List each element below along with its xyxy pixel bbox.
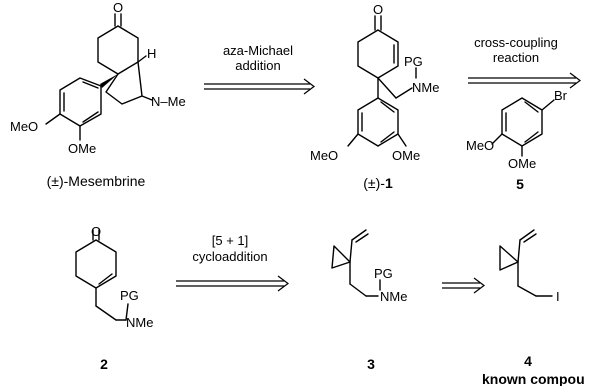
compound-1-ome-1: MeO: [310, 148, 338, 163]
compound-3-structure: [331, 229, 381, 297]
mesembrine-h: H: [147, 46, 156, 61]
compound-5-structure: [491, 97, 555, 157]
compound-1-ketone-o: O: [373, 2, 383, 17]
compound-2-ketone-o: O: [91, 224, 101, 239]
retro-arrow-3: [176, 275, 289, 292]
compound-1-nme: NMe: [412, 80, 439, 95]
compound-4-sublabel: known compou: [482, 371, 585, 386]
compound-4-iodo: I: [556, 289, 560, 304]
mesembrine-structure: [45, 13, 153, 141]
compound-2-structure: [75, 229, 129, 321]
arrow-1-condition-line-2: addition: [235, 58, 281, 73]
arrow-2-condition-line-2: reaction: [493, 50, 539, 65]
compound-5-br: Br: [554, 88, 568, 103]
arrow-3-condition-line-2: cycloaddition: [192, 249, 267, 264]
compound-5-label: 5: [516, 176, 524, 192]
arrow-3-condition-line-1: [5 + 1]: [212, 233, 249, 248]
arrow-1-condition-line-1: aza-Michael: [223, 43, 293, 58]
compound-3-label: 3: [367, 356, 375, 372]
compound-2-pg: PG: [120, 288, 139, 303]
compound-2-label: 2: [100, 356, 108, 372]
mesembrine-ketone-o: O: [113, 0, 123, 15]
compound-1-ome-2: OMe: [392, 148, 420, 163]
compound-1-pg: PG: [404, 54, 423, 69]
arrow-2-condition-line-1: cross-coupling: [474, 35, 558, 50]
mesembrine-ome-1: MeO: [10, 119, 38, 134]
retro-arrow-1: [204, 78, 315, 95]
compound-3-nme: NMe: [380, 289, 407, 304]
mesembrine-label: (±)-Mesembrine: [47, 173, 146, 189]
compound-2-nme: NMe: [126, 315, 153, 330]
compound-5-ome-2: OMe: [508, 156, 536, 171]
compound-4-label: 4: [524, 353, 532, 369]
retro-arrow-2: [468, 72, 581, 89]
compound-5-ome-1: MeO: [466, 138, 494, 153]
mesembrine-ome-2: OMe: [68, 141, 96, 156]
compound-4-structure: [499, 229, 553, 297]
compound-1-label: (±)-1: [363, 175, 393, 191]
retro-arrow-4: [442, 277, 485, 294]
mesembrine-n-me: N–Me: [151, 94, 186, 109]
compound-1-structure: [347, 15, 417, 147]
compound-3-pg: PG: [374, 266, 393, 281]
